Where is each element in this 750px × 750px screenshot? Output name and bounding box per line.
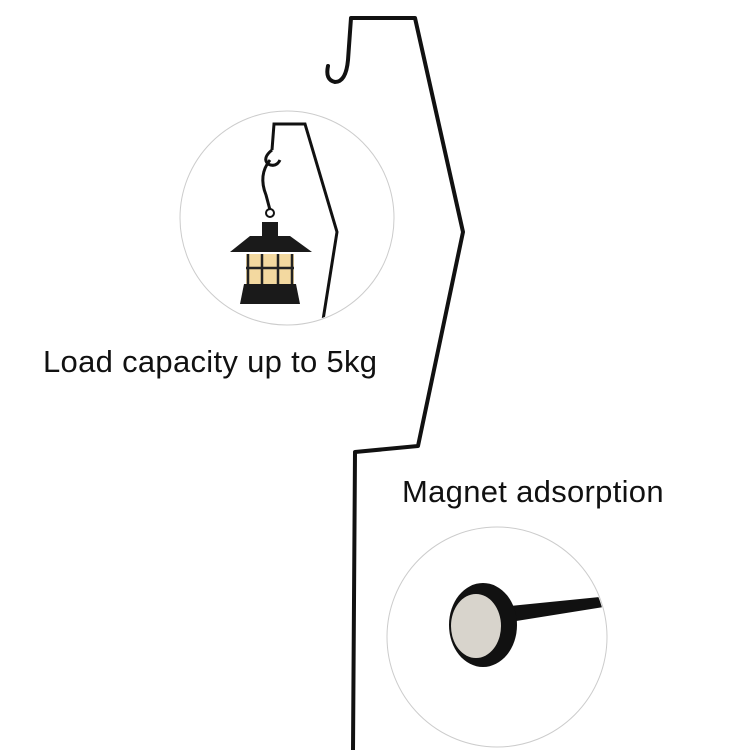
load-capacity-caption: Load capacity up to 5kg	[43, 344, 378, 379]
hook-pole	[325, 16, 465, 750]
magnet-detail-circle	[386, 526, 608, 748]
magnet-adsorption-caption: Magnet adsorption	[402, 474, 664, 509]
lantern-detail-circle	[179, 110, 395, 326]
